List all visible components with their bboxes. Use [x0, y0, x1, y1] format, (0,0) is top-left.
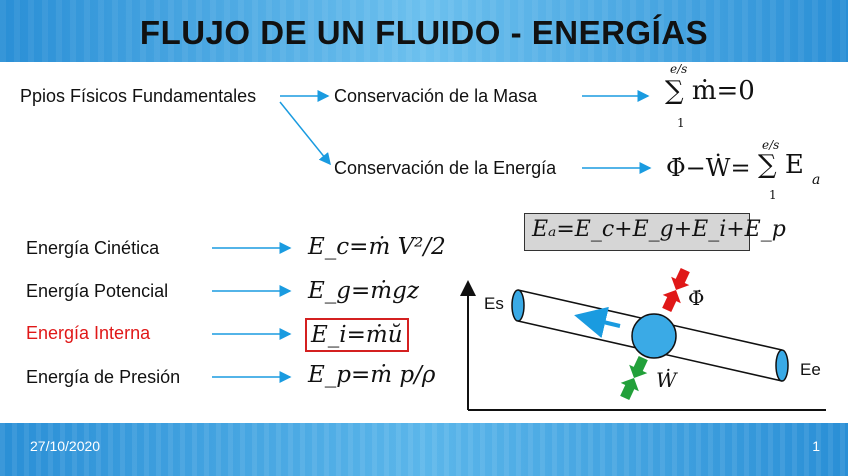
- mass-equation: ∑ ṁ=0: [665, 76, 755, 106]
- kinetic-energy-label: Energía Cinética: [26, 238, 160, 258]
- internal-energy-label: Energía Interna: [26, 323, 151, 343]
- control-volume-circle: [631, 313, 677, 359]
- footer-date: 27/10/2020: [30, 438, 101, 454]
- energy-equation-left: Φ̇−Ẇ=: [666, 154, 751, 182]
- diagram-label-work: Ẇ: [656, 368, 677, 392]
- slide-number: 1: [812, 438, 820, 454]
- energy-sum-lower: 1: [769, 188, 777, 202]
- heat-arrow: [662, 267, 690, 313]
- energy-sum-upper: e/s: [762, 138, 780, 152]
- principles-label: Ppios Físicos Fundamentales: [20, 86, 257, 106]
- pressure-equation: E_p=ṁ p/ρ: [308, 362, 436, 388]
- flow-arrow: [574, 306, 621, 339]
- mass-conservation-label: Conservación de la Masa: [334, 86, 538, 106]
- diagram-label-ee: Ee: [800, 360, 821, 379]
- title-bar: FLUJO DE UN FLUIDO - ENERGÍAS: [0, 0, 848, 62]
- energy-conservation-label: Conservación de la Energía: [334, 158, 557, 178]
- internal-equation: E_i=ṁŭ: [305, 318, 409, 352]
- total-energy-box: [524, 213, 750, 251]
- mass-sum-lower: 1: [677, 116, 685, 130]
- total-energy-equation: Eₐ=E_c+E_g+E_i+E_p: [532, 217, 786, 242]
- kinetic-equation: E_c=ṁ V²/2: [308, 234, 446, 260]
- potential-energy-label: Energía Potencial: [26, 281, 169, 301]
- slide-title: FLUJO DE UN FLUIDO - ENERGÍAS: [139, 14, 709, 51]
- arrow-to-energy: [279, 101, 331, 166]
- energy-equation-right: ∑ E: [758, 150, 804, 180]
- pipe-outlet-end: [775, 349, 789, 382]
- pressure-energy-label: Energía de Presión: [26, 367, 181, 387]
- footer-texture: [0, 423, 848, 476]
- potential-equation: E_g=ṁgz: [308, 278, 419, 304]
- diagram-label-es: Es: [484, 294, 504, 313]
- pipe-inlet-end: [511, 289, 525, 322]
- diagram-label-heat: Φ̇: [688, 286, 705, 310]
- title-bar-texture: [0, 0, 848, 62]
- footer-bar: 27/10/2020 1: [0, 423, 848, 476]
- work-arrow: [620, 355, 648, 401]
- mass-sum-upper: e/s: [670, 62, 688, 76]
- energy-equation-subscript: a: [812, 172, 821, 188]
